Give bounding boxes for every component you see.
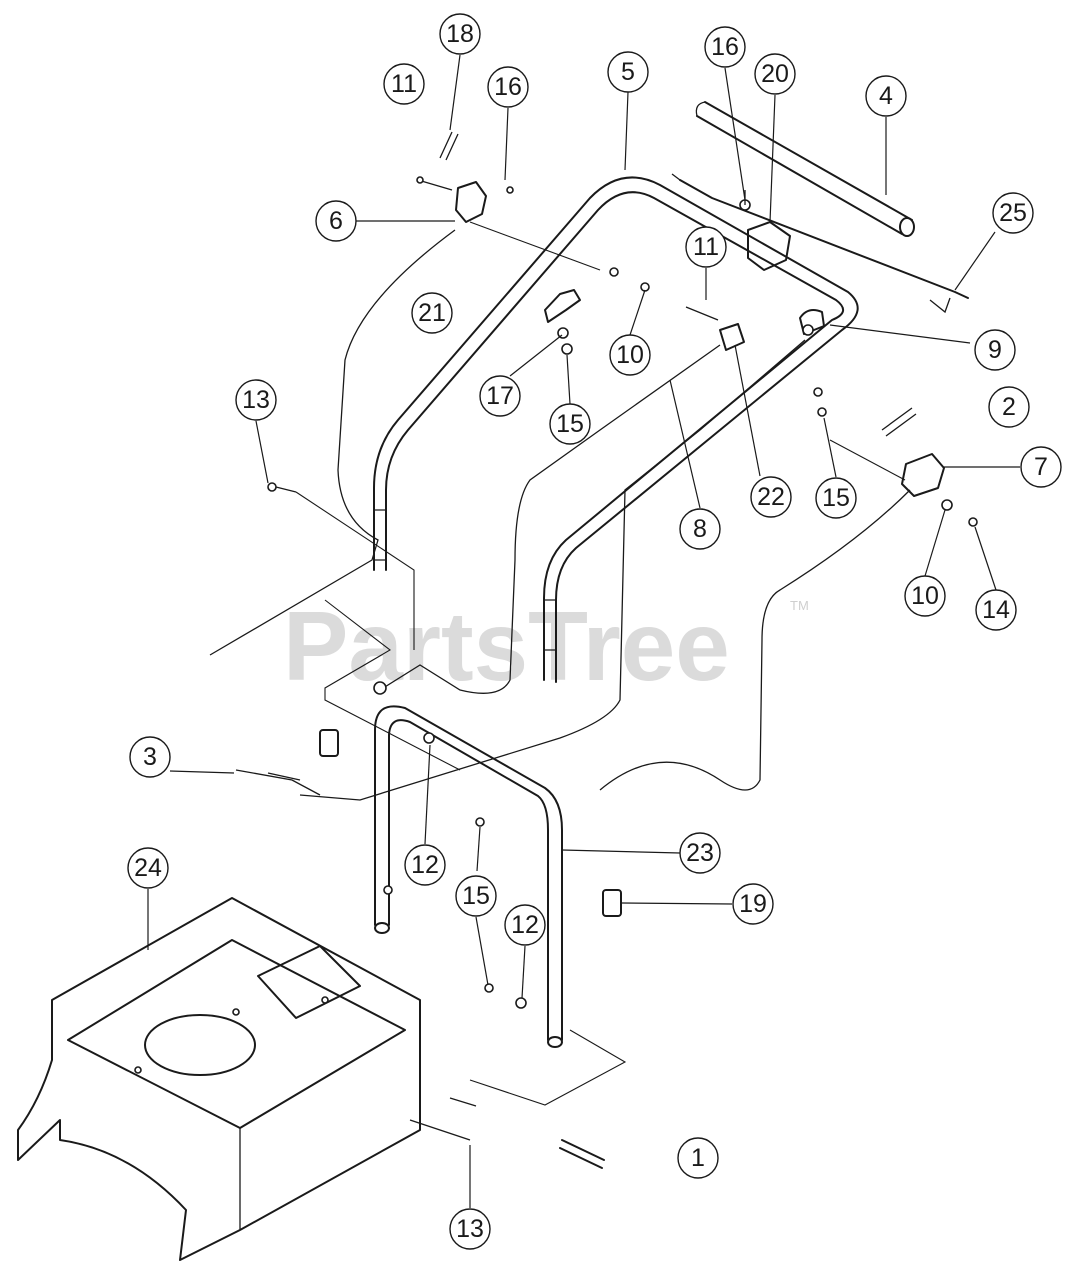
- callout-label: 3: [143, 743, 157, 771]
- callout-9: 9: [974, 329, 1016, 371]
- callout-21: 21: [411, 292, 453, 334]
- callout-24: 24: [127, 847, 169, 889]
- callout-14: 14: [975, 589, 1017, 631]
- shaft: [559, 1139, 605, 1169]
- callout-16: 16: [487, 66, 529, 108]
- watermark: PartsTree TM: [283, 591, 809, 701]
- callout-label: 21: [418, 299, 446, 327]
- watermark-trademark: TM: [790, 598, 809, 613]
- leader-lines: [147, 54, 1020, 1208]
- callout-label: 13: [242, 386, 270, 414]
- callout-15: 15: [815, 477, 857, 519]
- callout-10: 10: [609, 334, 651, 376]
- callout-label: 18: [446, 20, 474, 48]
- callout-label: 15: [462, 882, 490, 910]
- callout-19: 19: [732, 883, 774, 925]
- callout-22: 22: [750, 476, 792, 518]
- callout-15: 15: [549, 403, 591, 445]
- deck-housing: [17, 897, 421, 1261]
- callout-label: 17: [486, 382, 514, 410]
- callout-label: 2: [1002, 393, 1016, 421]
- callout-1: 1: [677, 1137, 719, 1179]
- callout-13: 13: [235, 379, 277, 421]
- callout-label: 11: [391, 70, 417, 98]
- upper-handle: [373, 176, 859, 683]
- callout-label: 19: [739, 890, 767, 918]
- callout-label: 10: [911, 582, 939, 610]
- left-control: [416, 131, 514, 223]
- grip-tube: [695, 101, 915, 237]
- callout-6: 6: [315, 200, 357, 242]
- control-lever: [799, 309, 825, 335]
- callout-label: 9: [988, 336, 1002, 364]
- bolts: [409, 732, 527, 1141]
- callout-label: 4: [879, 82, 893, 110]
- callout-11: 11: [383, 63, 425, 105]
- callout-label: 15: [822, 484, 850, 512]
- callout-label: 20: [761, 60, 789, 88]
- callout-3: 3: [129, 736, 171, 778]
- callout-label: 6: [329, 207, 343, 235]
- callout-label: 10: [616, 341, 644, 369]
- callout-label: 1: [691, 1144, 705, 1172]
- right-control: [881, 407, 945, 497]
- callout-20: 20: [754, 53, 796, 95]
- callout-12: 12: [404, 844, 446, 886]
- watermark-text: PartsTree: [283, 591, 730, 701]
- callout-15: 15: [455, 875, 497, 917]
- callout-12: 12: [504, 904, 546, 946]
- callout-13: 13: [449, 1208, 491, 1250]
- callout-5: 5: [607, 51, 649, 93]
- callout-18: 18: [439, 13, 481, 55]
- callout-4: 4: [865, 75, 907, 117]
- alignment-lines: [295, 221, 906, 1106]
- callout-label: 11: [693, 233, 719, 261]
- callout-label: 12: [511, 911, 539, 939]
- control-rod: [671, 173, 969, 314]
- hardware: [267, 267, 978, 527]
- callout-11: 11: [685, 226, 727, 268]
- callout-23: 23: [679, 832, 721, 874]
- callout-label: 7: [1034, 453, 1048, 481]
- callout-label: 25: [999, 199, 1027, 227]
- callout-17: 17: [479, 375, 521, 417]
- callout-label: 12: [411, 851, 439, 879]
- callout-label: 8: [693, 515, 707, 543]
- lower-handle: [374, 705, 563, 1048]
- callout-label: 13: [456, 1215, 484, 1243]
- callout-label: 15: [556, 410, 584, 438]
- callout-label: 16: [711, 33, 739, 61]
- callout-label: 16: [494, 73, 522, 101]
- callout-label: 14: [982, 596, 1010, 624]
- callout-10: 10: [904, 575, 946, 617]
- callout-label: 5: [621, 58, 635, 86]
- cables: [209, 229, 911, 801]
- callout-label: 24: [134, 854, 162, 882]
- callout-2: 2: [988, 386, 1030, 428]
- callout-label: 23: [686, 839, 714, 867]
- control-housing: [739, 190, 791, 271]
- spacer: [319, 729, 622, 917]
- callout-16: 16: [704, 26, 746, 68]
- callout-7: 7: [1020, 446, 1062, 488]
- callout-8: 8: [679, 508, 721, 550]
- callout-label: 22: [757, 483, 785, 511]
- callouts: 18 11 16 5 16 20 4 25 6 11 21 10 9 13 17…: [127, 13, 1062, 1250]
- callout-25: 25: [992, 192, 1034, 234]
